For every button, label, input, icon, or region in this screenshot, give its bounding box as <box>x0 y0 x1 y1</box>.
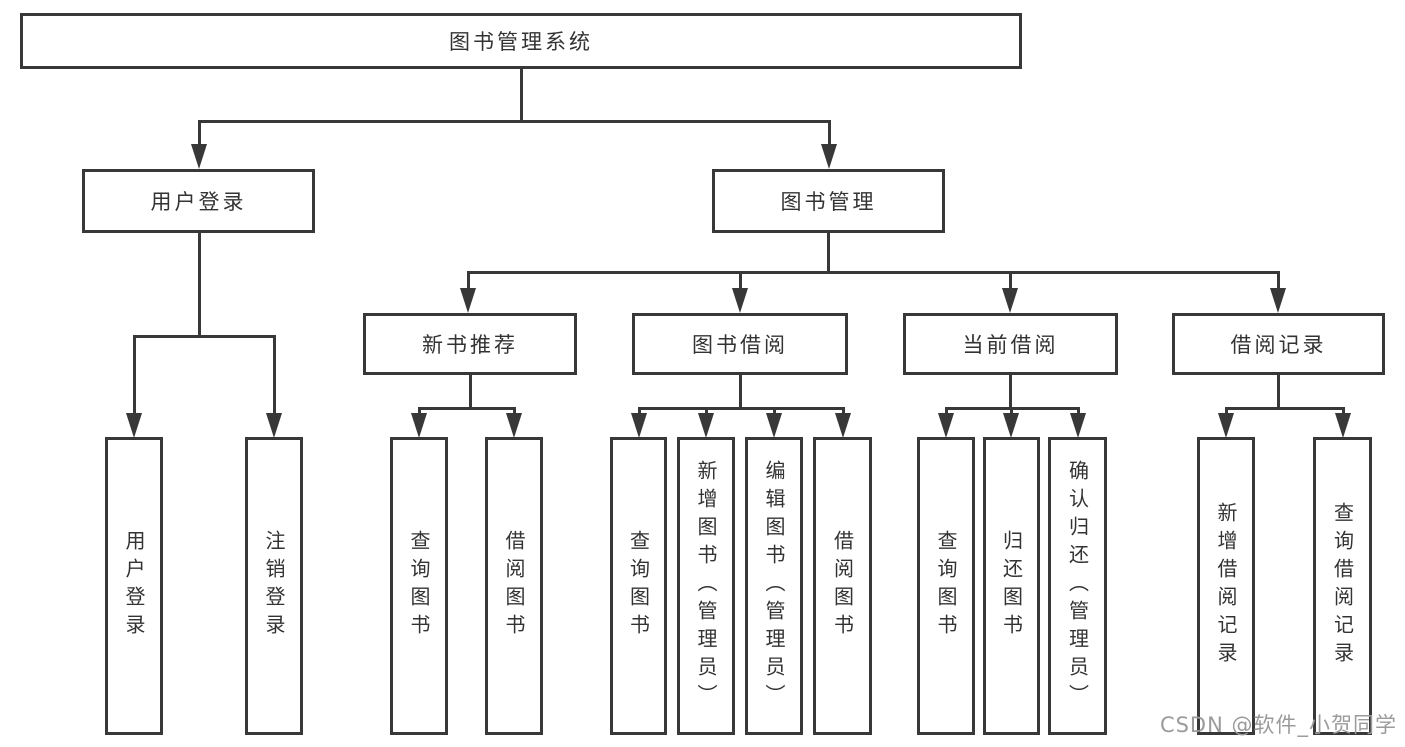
node-borrowing-borrow-books-label: 借阅图书 <box>830 530 855 642</box>
arrowhead-icon <box>191 144 207 169</box>
node-leaf-logout-label: 注销登录 <box>262 530 286 642</box>
node-records-add-borrow-record-label: 新增借阅记录 <box>1214 502 1238 670</box>
connector-bar <box>132 335 276 338</box>
arrowhead-icon <box>1070 413 1086 438</box>
node-newbooks-query-books-label: 查询图书 <box>407 530 431 642</box>
arrowhead-icon <box>1218 413 1234 438</box>
node-borrowing-query-books: 查询图书 <box>610 437 667 735</box>
node-book-management-system: 图书管理系统 <box>20 13 1022 69</box>
connector-arrow-line <box>197 120 201 150</box>
arrowhead-icon <box>698 413 714 438</box>
node-book-management-label: 图书管理 <box>780 190 877 214</box>
arrowhead-icon <box>266 413 282 438</box>
node-current-confirm-return-admin-label: 确认归还（管理员） <box>1065 460 1090 712</box>
connector-arrow-line <box>738 271 742 294</box>
node-borrowing-edit-books-admin-label: 编辑图书（管理员） <box>762 460 786 712</box>
node-current-query-books: 查询图书 <box>917 437 975 735</box>
node-book-borrowing: 图书借阅 <box>632 313 848 375</box>
node-borrowing-edit-books-admin: 编辑图书（管理员） <box>745 437 803 735</box>
connector-stem <box>468 375 472 410</box>
node-leaf-user-login-label: 用户登录 <box>122 530 146 642</box>
node-current-return-books: 归还图书 <box>983 437 1040 735</box>
node-book-management-system-label: 图书管理系统 <box>449 30 593 54</box>
connector-stem <box>197 233 201 338</box>
connector-stem <box>738 375 742 410</box>
arrowhead-icon <box>631 413 647 438</box>
arrowhead-icon <box>732 288 748 313</box>
connector-arrow-line <box>1276 271 1280 294</box>
arrowhead-icon <box>1270 288 1286 313</box>
arrowhead-icon <box>1003 413 1019 438</box>
connector-bar <box>417 407 516 410</box>
arrowhead-icon <box>411 413 427 438</box>
connector-bar <box>197 120 831 123</box>
node-borrowing-borrow-books: 借阅图书 <box>813 437 872 735</box>
connector-bar <box>466 271 1280 274</box>
node-records-add-borrow-record: 新增借阅记录 <box>1197 437 1255 735</box>
arrowhead-icon <box>126 413 142 438</box>
connector-stem <box>1008 375 1012 410</box>
node-current-query-books-label: 查询图书 <box>934 530 958 642</box>
arrowhead-icon <box>766 413 782 438</box>
connector-bar <box>1224 407 1345 410</box>
node-book-management: 图书管理 <box>712 169 945 233</box>
node-new-book-recommendation: 新书推荐 <box>363 313 577 375</box>
node-current-return-books-label: 归还图书 <box>999 530 1024 642</box>
node-borrowing-add-books-admin: 新增图书（管理员） <box>677 437 735 735</box>
connector-bar <box>637 407 845 410</box>
connector-arrow-line <box>466 271 470 294</box>
node-current-borrowing-label: 当前借阅 <box>962 333 1059 357</box>
connector-stem <box>519 69 523 123</box>
node-new-book-recommendation-label: 新书推荐 <box>422 333 518 357</box>
arrowhead-icon <box>835 413 851 438</box>
node-book-borrowing-label: 图书借阅 <box>692 333 788 357</box>
node-current-confirm-return-admin: 确认归还（管理员） <box>1048 437 1107 735</box>
node-borrowing-query-books-label: 查询图书 <box>626 530 651 642</box>
arrowhead-icon <box>821 144 837 169</box>
node-records-query-borrow-record: 查询借阅记录 <box>1313 437 1372 735</box>
node-newbooks-query-books: 查询图书 <box>390 437 448 735</box>
node-leaf-user-login: 用户登录 <box>105 437 163 735</box>
arrowhead-icon <box>1002 288 1018 313</box>
node-leaf-logout: 注销登录 <box>245 437 303 735</box>
connector-arrow-line <box>272 335 276 419</box>
node-user-login-label: 用户登录 <box>150 190 247 214</box>
node-borrowing-records-label: 借阅记录 <box>1230 333 1327 357</box>
connector-stem <box>826 233 830 274</box>
connector-arrow-line <box>1008 271 1012 294</box>
arrowhead-icon <box>938 413 954 438</box>
node-user-login: 用户登录 <box>82 169 315 233</box>
arrowhead-icon <box>460 288 476 313</box>
node-newbooks-borrow-books-label: 借阅图书 <box>502 530 526 642</box>
node-borrowing-records: 借阅记录 <box>1172 313 1385 375</box>
node-records-query-borrow-record-label: 查询借阅记录 <box>1330 502 1355 670</box>
node-newbooks-borrow-books: 借阅图书 <box>485 437 543 735</box>
arrowhead-icon <box>1335 413 1351 438</box>
arrowhead-icon <box>506 413 522 438</box>
connector-arrow-line <box>827 120 831 150</box>
node-borrowing-add-books-admin-label: 新增图书（管理员） <box>694 460 718 712</box>
node-current-borrowing: 当前借阅 <box>903 313 1118 375</box>
connector-arrow-line <box>132 335 136 419</box>
connector-stem <box>1276 375 1280 410</box>
